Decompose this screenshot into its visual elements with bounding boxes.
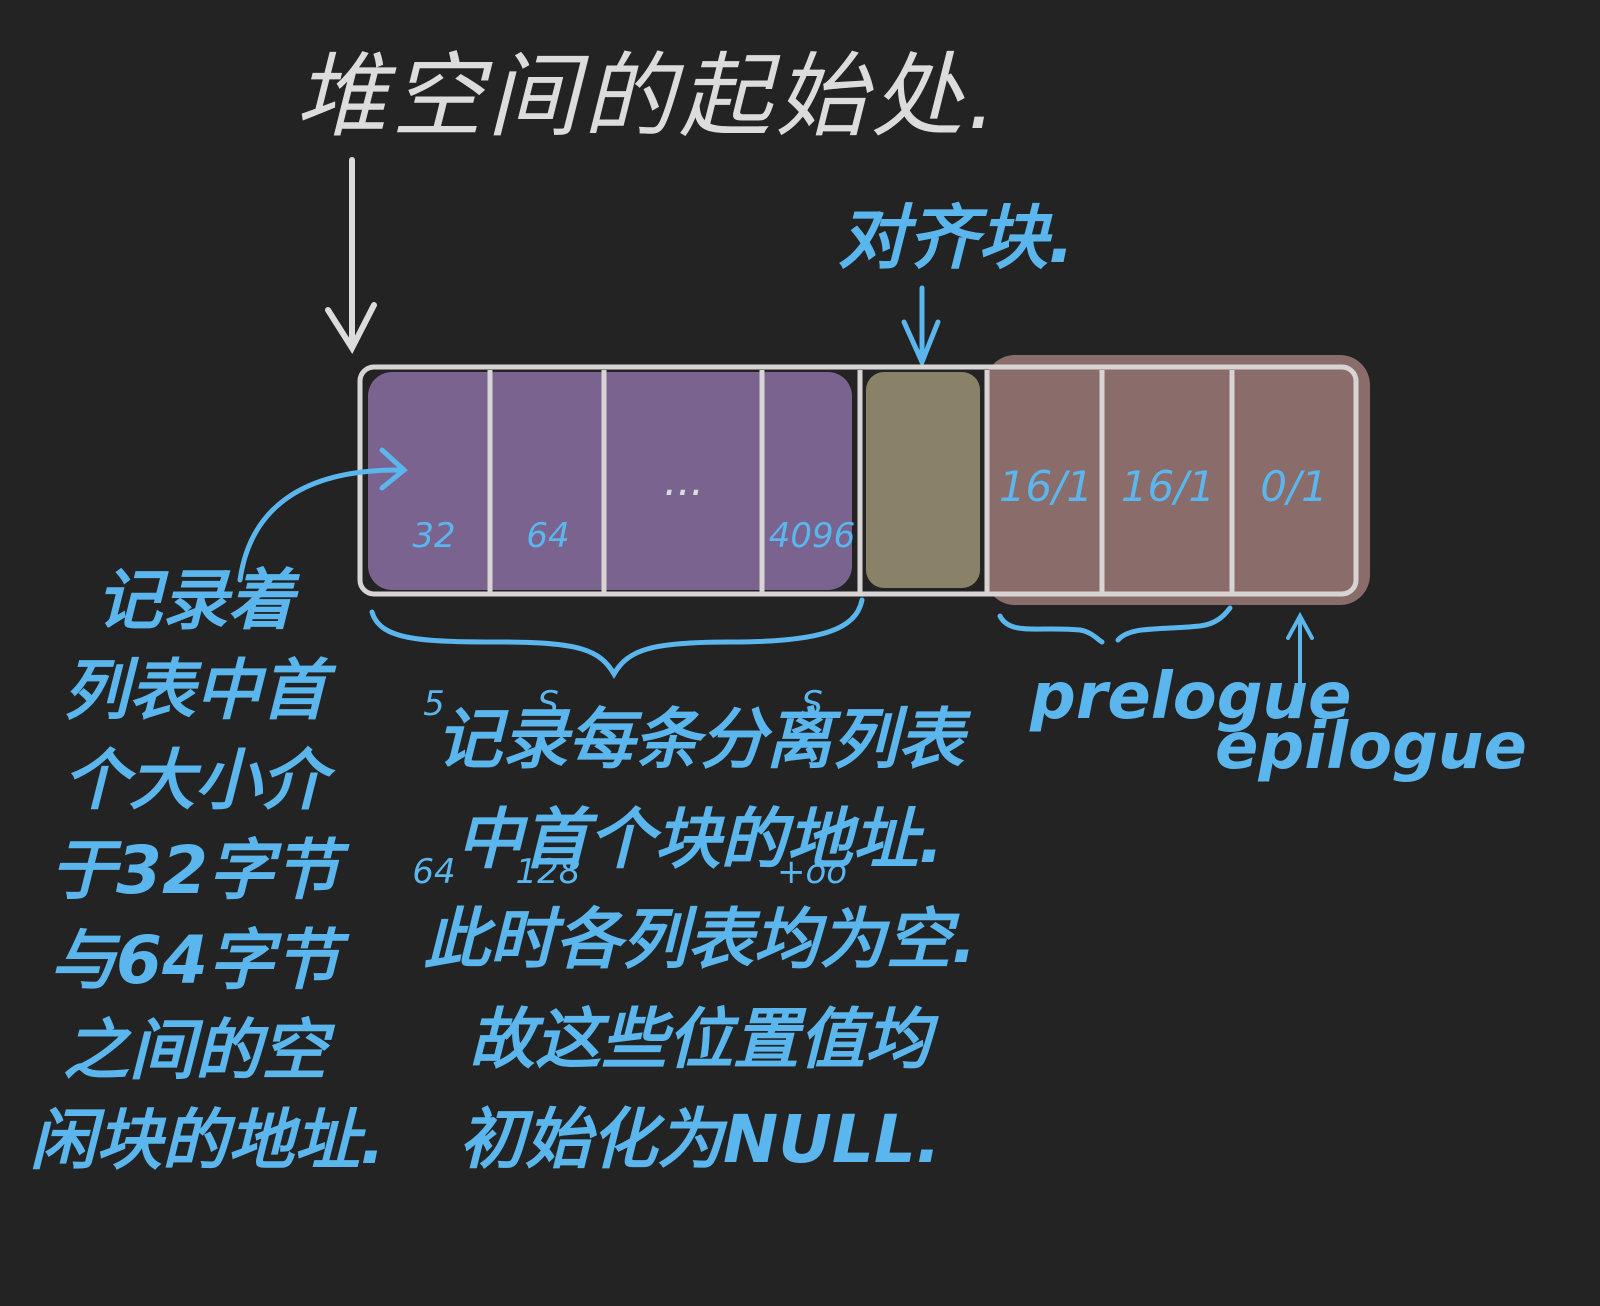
- left-note-line-5: 与64字节: [50, 922, 340, 999]
- cell-1-line-3: 64: [412, 852, 456, 892]
- seglist-brace: [369, 597, 865, 679]
- cell-3-ellipsis: ...: [663, 456, 705, 505]
- left-note-line-4: 于32字节: [50, 832, 340, 909]
- prologue-footer-label: 16/1: [1120, 462, 1216, 511]
- cell-4-line-2: S: [801, 684, 823, 724]
- left-note-line-7: 闲块的地址.: [30, 1102, 386, 1179]
- heap-start-arrow: [325, 157, 377, 355]
- cell-4-label: 4096 S +oo: [764, 396, 860, 956]
- align-block-label: 对齐块.: [838, 197, 1075, 279]
- center-note-line-5: 初始化为NULL.: [458, 1101, 941, 1178]
- left-note-line-1: 记录着: [96, 562, 294, 639]
- left-note-line-2: 列表中首: [63, 652, 327, 729]
- align-block-arrow: [901, 285, 941, 369]
- prologue-label: prelogue: [1030, 660, 1352, 734]
- cell-2-label: 64 S 128: [494, 396, 602, 956]
- center-note: 记录每条分离列表 中首个块的地址. 此时各列表均为空. 故这些位置值均 初始化为…: [340, 690, 1060, 1190]
- heap-border: [357, 364, 1359, 597]
- heap-start-title: 堆空间的起始处.: [295, 43, 1001, 150]
- left-note-arrow: [237, 467, 401, 583]
- prologue-region: [985, 355, 1370, 605]
- cell-1-line-1: 32: [412, 516, 456, 556]
- left-note: 记录着 列表中首 个大小介 于32字节 与64字节 之间的空 闲块的地址.: [30, 556, 386, 1186]
- epilogue-label: epilogue: [1215, 710, 1527, 784]
- cell-4-line-1: 4096: [768, 516, 856, 556]
- cell-1-label: 32 5 64: [378, 396, 490, 956]
- epilogue-header-label: 0/1: [1260, 462, 1328, 511]
- left-note-line-6: 之间的空: [63, 1012, 327, 1089]
- epilogue-arrow: [1286, 611, 1314, 692]
- center-note-line-1: 记录每条分离列表: [436, 701, 964, 778]
- left-note-line-3: 个大小介: [63, 742, 327, 819]
- center-note-line-3: 此时各列表均为空.: [423, 901, 977, 978]
- cell-2-line-3: 128: [515, 852, 581, 892]
- cell-4-line-3: +oo: [776, 852, 848, 892]
- center-note-line-4: 故这些位置值均: [469, 1001, 931, 1078]
- prologue-header-label: 16/1: [998, 462, 1094, 511]
- prologue-brace-2: [1115, 605, 1233, 643]
- center-note-line-2: 中首个块的地址.: [456, 801, 944, 878]
- prologue-brace-1: [997, 613, 1105, 645]
- cell-2-line-1: 64: [526, 516, 570, 556]
- cell-1-line-2: 5: [423, 684, 445, 724]
- left-note-arrowhead: [379, 447, 408, 491]
- align-block: [866, 372, 980, 588]
- cell-dividers: [487, 370, 1235, 592]
- cell-2-line-2: S: [537, 684, 559, 724]
